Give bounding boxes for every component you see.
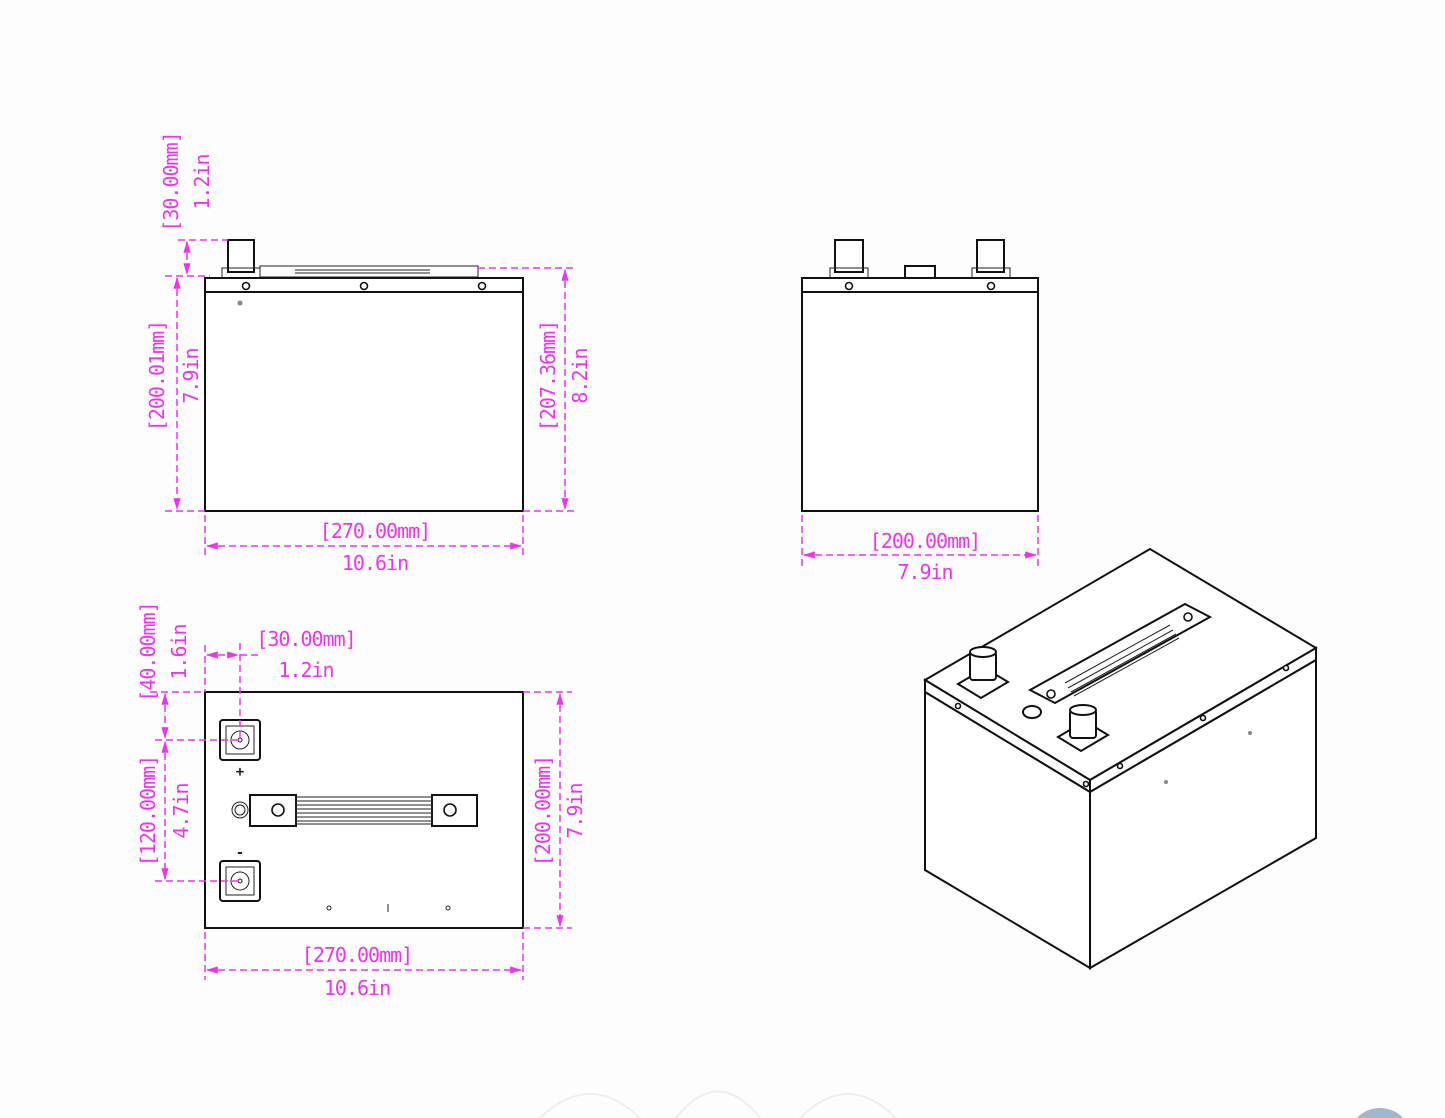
total-height-in: 8.2in — [568, 348, 592, 403]
side-view: [200.00mm] 7.9in — [801, 239, 1039, 584]
body-height-mm: [200.01mm] — [145, 321, 169, 431]
front-length-mm: [270.00mm] — [320, 519, 430, 543]
front-view: [30.00mm] 1.2in [200.01mm] 7.9in [207.36… — [145, 132, 592, 575]
top-length-in: 10.6in — [324, 976, 390, 1000]
accent-circle — [1356, 1108, 1404, 1118]
handle — [249, 794, 478, 827]
side-width-mm: [200.00mm] — [870, 529, 980, 553]
top-width-mm: [200.00mm] — [531, 756, 555, 866]
terminal-offset-y-in: 1.6in — [167, 624, 191, 679]
iso-terminal-positive — [956, 646, 1010, 700]
negative-mark: - — [236, 845, 244, 861]
front-length-in: 10.6in — [342, 551, 408, 575]
terminal-offset-y-mm: [40.00mm] — [136, 602, 160, 701]
top-view: + - [40.00mm] 1.6in [30.00mm] 1.2in [12 — [136, 602, 587, 1000]
side-width-in: 7.9in — [897, 560, 952, 584]
terminal-spacing-in: 4.7in — [169, 783, 193, 838]
terminal-spacing-mm: [120.00mm] — [136, 756, 160, 866]
terminal-height-in: 1.2in — [190, 154, 214, 209]
top-length-mm: [270.00mm] — [302, 943, 412, 967]
terminal-offset-x-mm: [30.00mm] — [256, 627, 355, 651]
top-width-in: 7.9in — [563, 783, 587, 838]
iso-terminal-negative — [1056, 704, 1110, 753]
bottom-decorations — [539, 1090, 1404, 1118]
body-height-in: 7.9in — [179, 348, 203, 403]
positive-mark: + — [236, 764, 244, 780]
isometric-view — [923, 547, 1318, 970]
iso-handle — [1027, 602, 1213, 705]
terminal-height-mm: [30.00mm] — [159, 132, 183, 231]
terminal-offset-x-in: 1.2in — [278, 658, 333, 682]
total-height-mm: [207.36mm] — [536, 321, 560, 431]
